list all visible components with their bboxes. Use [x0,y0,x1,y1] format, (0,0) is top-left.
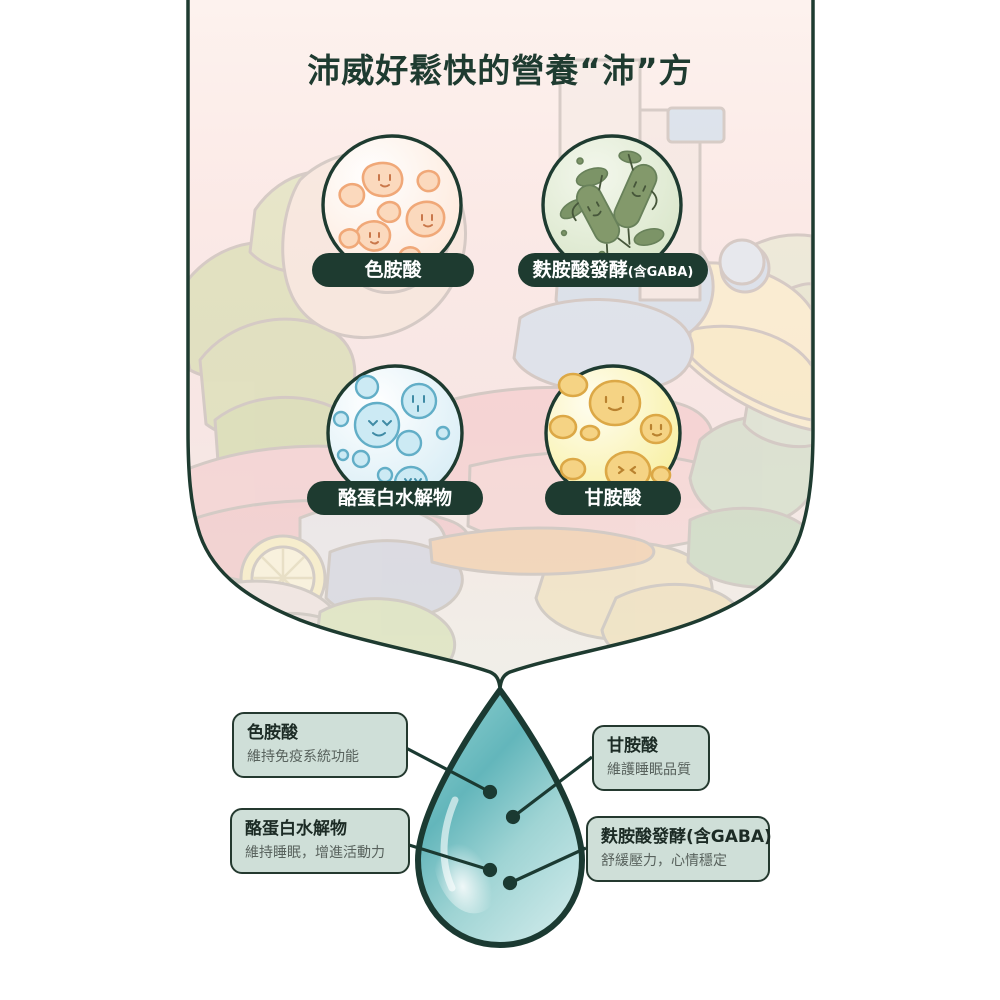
benefit-card-tryptophan[interactable]: 色胺酸 維持免疫系統功能 [232,712,408,779]
benefit-card-desc: 維持睡眠，增進活動力 [245,845,385,862]
ingredient-chip-glycine[interactable]: 甘胺酸 [545,481,681,515]
ingredient-chip-sublabel: (含GABA) [627,265,694,280]
benefit-card-casein[interactable]: 酪蛋白水解物 維持睡眠，增進活動力 [230,808,410,875]
ingredient-bubble-glycine[interactable]: 甘胺酸 [543,363,683,515]
yellow-blobs-icon [544,364,682,502]
ingredient-chip-label: 酪蛋白水解物 [337,487,452,509]
benefit-card-title: 色胺酸 [247,723,298,743]
ingredient-bubble-casein[interactable]: 酪蛋白水解物 [307,363,483,515]
ingredient-bubble-tryptophan[interactable]: 色胺酸 [312,133,474,287]
benefit-card-glycine[interactable]: 甘胺酸 維護睡眠品質 [592,725,710,792]
ingredient-chip-glutamic-gaba[interactable]: 麩胺酸發酵(含GABA) [518,253,708,287]
benefit-card-glutamic-gaba[interactable]: 麩胺酸發酵(含GABA) 舒緩壓力，心情穩定 [586,816,772,883]
page-title: 沛威好鬆快的營養“沛”方 [307,51,693,90]
benefit-card-title: 麩胺酸發酵(含GABA) [601,827,772,847]
ingredient-chip-label: 色胺酸 [364,259,422,281]
benefit-card-title: 甘胺酸 [607,736,658,756]
benefit-card-desc: 舒緩壓力，心情穩定 [601,853,727,870]
ingredient-chip-label: 甘胺酸 [584,487,642,509]
ingredient-bubble-glutamic-gaba[interactable]: 麩胺酸發酵(含GABA) [518,133,708,287]
green-bacteria-icon [541,134,683,276]
ingredient-chip-casein[interactable]: 酪蛋白水解物 [307,481,483,515]
ingredient-chip-label: 麩胺酸發酵 [532,259,628,281]
ingredient-chip-tryptophan[interactable]: 色胺酸 [312,253,474,287]
benefit-card-title: 酪蛋白水解物 [245,819,347,839]
benefit-card-desc: 維護睡眠品質 [607,762,691,779]
benefit-card-desc: 維持免疫系統功能 [247,749,359,766]
